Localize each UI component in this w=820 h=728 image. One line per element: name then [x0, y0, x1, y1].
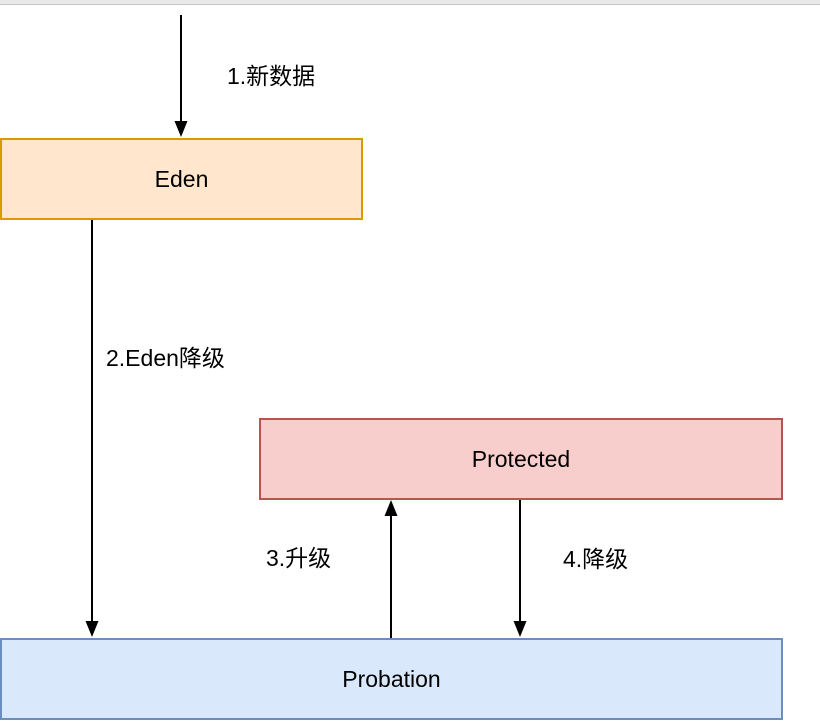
protected-node-label: Protected	[471, 445, 571, 472]
protected-node: Protected	[259, 418, 783, 500]
eden-node-label: Eden	[154, 165, 209, 192]
edge-label-promote: 3.升级	[266, 545, 332, 571]
probation-node: Probation	[0, 638, 783, 720]
edge-label-eden-demote: 2.Eden降级	[106, 345, 225, 371]
edge-label-new-data: 1.新数据	[227, 63, 316, 89]
top-border-strip	[0, 0, 820, 5]
arrow-demote	[513, 500, 527, 637]
arrow-eden-demote	[85, 220, 99, 637]
eden-node: Eden	[0, 138, 363, 220]
edge-label-demote: 4.降级	[563, 546, 629, 572]
arrow-promote	[384, 500, 398, 638]
arrow-new-data	[174, 15, 188, 137]
probation-node-label: Probation	[342, 665, 441, 692]
